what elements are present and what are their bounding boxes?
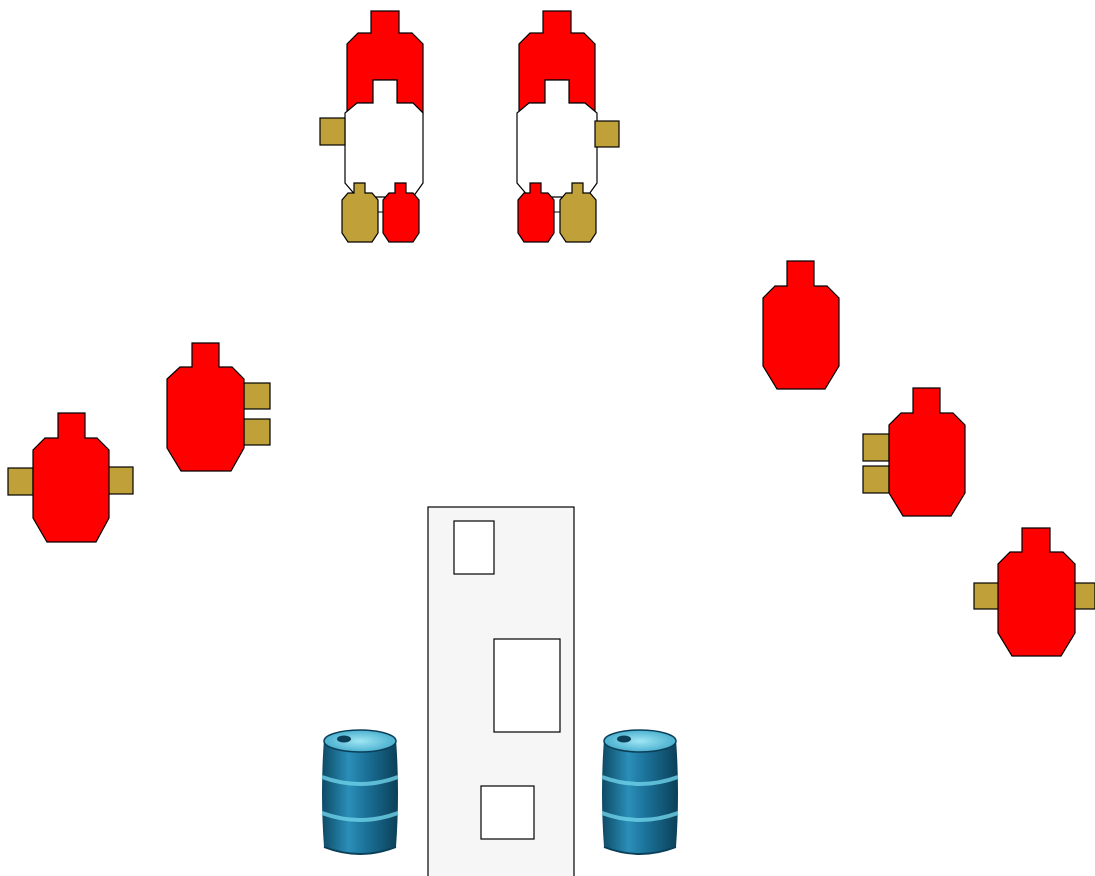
no-shoot-mini-target <box>341 182 379 243</box>
no-shoot-mini-target <box>559 182 597 243</box>
no-shoot-panel <box>7 467 34 496</box>
no-shoot-panel <box>973 582 1001 610</box>
oil-barrel-icon <box>321 729 399 855</box>
shoot-mini-target <box>382 182 420 243</box>
target-right-top <box>762 260 840 390</box>
shoot-mini-target <box>517 182 555 243</box>
target-array-top-right <box>516 10 620 243</box>
target-right-bottom <box>973 527 1095 657</box>
shoot-target <box>888 387 966 517</box>
oil-barrel-icon <box>601 729 679 855</box>
no-shoot-panel-left-side <box>319 117 346 146</box>
no-shoot-panel-right-side <box>594 120 620 148</box>
no-shoot-panel <box>862 433 890 462</box>
target-left-far <box>7 412 134 543</box>
shoot-target <box>32 412 110 543</box>
no-shoot-panel <box>243 382 271 410</box>
no-shoot-panel <box>107 466 134 495</box>
target-right-middle <box>862 387 966 517</box>
shooting-port-bottom <box>480 785 535 840</box>
shooting-wall <box>427 506 575 876</box>
target-array-top-left <box>319 10 424 243</box>
shoot-target <box>997 527 1076 657</box>
no-shoot-panel <box>243 418 271 446</box>
no-shoot-panel <box>862 465 890 494</box>
shoot-target <box>166 342 245 472</box>
shoot-target <box>762 260 840 390</box>
target-left-near <box>166 342 271 472</box>
shooting-port-middle <box>493 638 561 733</box>
shooting-port-top <box>453 520 495 575</box>
